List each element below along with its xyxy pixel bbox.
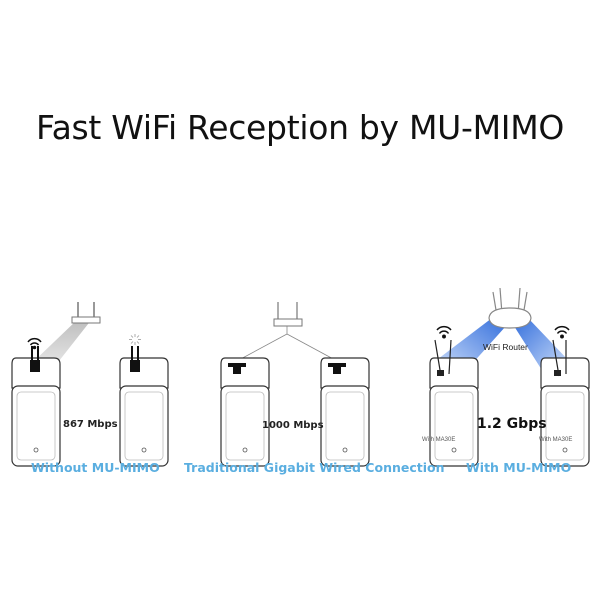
panel-wired (220, 302, 370, 467)
illustration (0, 280, 600, 480)
wifi-icon (27, 337, 42, 350)
panel-with-mumimo (429, 287, 590, 467)
page-title: Fast WiFi Reception by MU-MIMO (35, 108, 565, 147)
caption-with-mumimo: With MU-MIMO (466, 460, 572, 475)
wifi-icon (554, 325, 570, 339)
router-icon (488, 287, 532, 329)
wifi-icon (436, 325, 452, 339)
speed-label-wired: 1000 Mbps (262, 420, 324, 431)
panel-without-mumimo (11, 302, 169, 467)
caption-without-mumimo: Without MU-MIMO (31, 460, 160, 475)
diagram-graphics (11, 287, 590, 467)
speed-label-without: 867 Mbps (63, 419, 118, 430)
router-label: WiFi Router (483, 342, 528, 352)
no-signal-icon (129, 334, 141, 345)
device-label-right: With MA30E (539, 437, 573, 443)
caption-wired: Traditional Gigabit Wired Connection (184, 460, 445, 475)
device-label-left: With MA30E (422, 437, 456, 443)
speed-label-mumimo: 1.2 Gbps (477, 416, 547, 432)
